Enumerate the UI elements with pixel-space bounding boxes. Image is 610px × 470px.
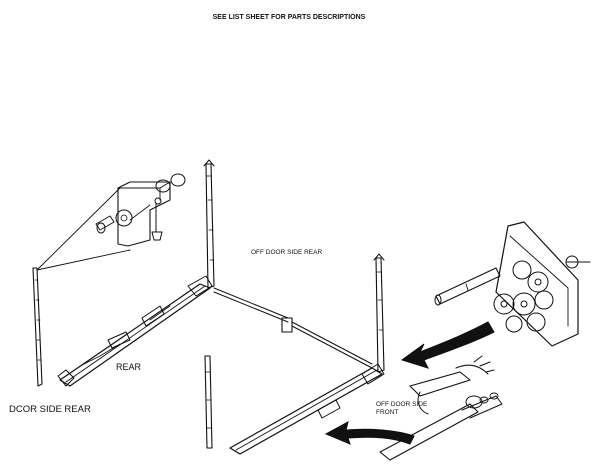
- front-strut: [229, 363, 385, 455]
- hinge-detail-callout: [36, 173, 186, 271]
- off-door-side-rear-label: OFF DOOR SIDE REAR: [251, 249, 322, 256]
- off-door-side-rear-post: [203, 159, 215, 289]
- off-door-side-front-label-line1: OFF DOOR SIDE: [376, 401, 428, 408]
- center-lower-post: [204, 355, 213, 449]
- parts-sheet-note: SEE LIST SHEET FOR PARTS DESCRIPTIONS: [213, 14, 366, 21]
- door-side-rear-post: [32, 267, 43, 387]
- curved-arrow-upper: [400, 321, 495, 369]
- crank-linkage: [379, 355, 503, 461]
- rear-label: REAR: [116, 362, 142, 372]
- curved-arrow-lower: [324, 421, 415, 445]
- gearbox-assembly: [434, 221, 591, 347]
- rear-top-rail: [213, 287, 373, 369]
- rear-strut: [57, 275, 213, 387]
- off-door-side-front-post: [373, 253, 385, 373]
- off-door-side-front-label-line2: FRONT: [376, 409, 398, 416]
- door-side-rear-label: DCOR SIDE REAR: [9, 404, 91, 415]
